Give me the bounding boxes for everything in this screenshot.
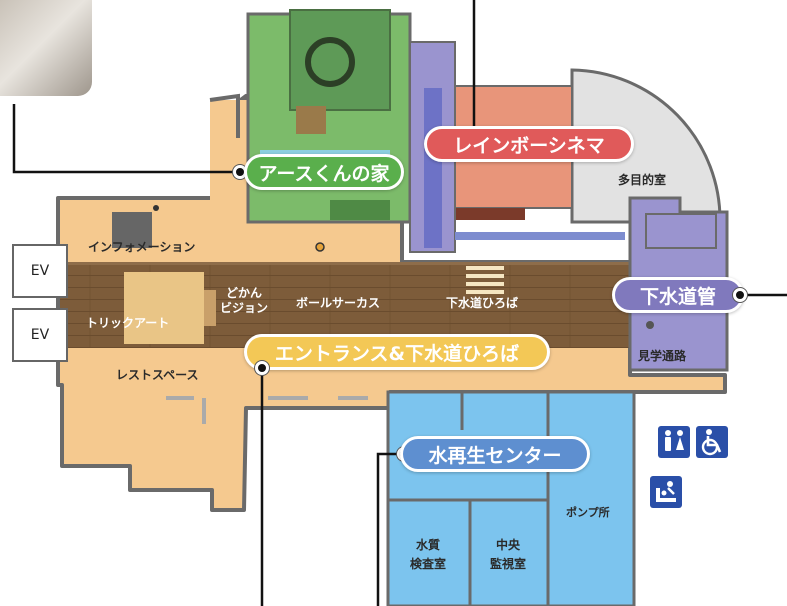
room-label-water-quality-lab: 水質検査室	[409, 538, 446, 571]
exhibit-photo	[0, 0, 92, 96]
room-label-pump-station: ポンプ所	[566, 506, 610, 519]
room-label-rest-space: レストスペース	[116, 368, 199, 382]
callout-sewer-pipe[interactable]: 下水道管	[612, 277, 744, 313]
room-label-information: インフォメーション	[88, 240, 196, 254]
elevator-lower: EV	[12, 308, 68, 362]
wheelchair-icon	[696, 426, 728, 458]
room-label-dokan-vision: どかんビジョン	[219, 286, 268, 315]
baby-changing-icon	[650, 476, 682, 508]
room-label-trick-art: トリックアート	[86, 316, 170, 330]
multipurpose-room	[570, 68, 722, 224]
room-label-multipurpose: 多目的室	[618, 173, 667, 187]
room-label-sewer-plaza: 下水道ひろば	[446, 296, 519, 310]
room-label-central-monitoring: 中央監視室	[489, 538, 526, 571]
room-label-tour-path: 見学通路	[638, 349, 687, 363]
callout-rainbow-cinema[interactable]: レインボーシネマ	[424, 126, 634, 162]
callout-dot-sewer-pipe	[733, 288, 747, 302]
restroom-icon	[658, 426, 690, 458]
callout-water-reclamation[interactable]: 水再生センター	[400, 436, 590, 472]
callout-dot-entrance-plaza	[255, 361, 269, 375]
room-label-ball-circus: ボールサーカス	[296, 296, 381, 310]
callout-entrance-plaza[interactable]: エントランス&下水道ひろば	[244, 334, 550, 370]
callout-earth-kun-house[interactable]: アースくんの家	[244, 154, 404, 190]
elevator-upper: EV	[12, 244, 68, 298]
